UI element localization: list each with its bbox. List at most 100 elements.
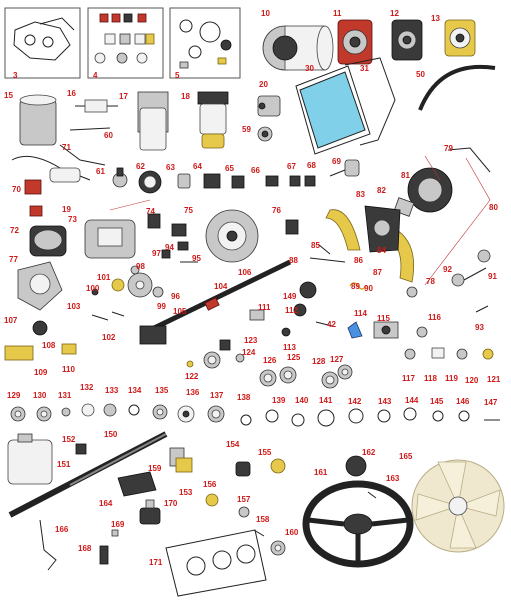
plate-115[interactable] bbox=[373, 321, 399, 339]
bearing-160[interactable] bbox=[270, 540, 286, 556]
tie-rod-end-92[interactable] bbox=[451, 249, 491, 287]
water-separator-18[interactable] bbox=[197, 91, 229, 149]
bushing-148[interactable] bbox=[406, 286, 418, 298]
bearing-128[interactable] bbox=[321, 371, 339, 389]
screw-163[interactable] bbox=[367, 491, 377, 499]
regulator-75[interactable] bbox=[171, 223, 187, 237]
relay-70[interactable] bbox=[24, 179, 43, 217]
ignition-switch-61[interactable] bbox=[112, 167, 128, 188]
steering-wheel-161[interactable] bbox=[302, 480, 414, 568]
gauge-62[interactable] bbox=[138, 170, 162, 194]
seal-132[interactable] bbox=[81, 403, 95, 417]
brake-drum-81[interactable] bbox=[407, 167, 453, 213]
decal-108[interactable] bbox=[4, 345, 34, 361]
knob-107[interactable] bbox=[32, 320, 48, 336]
fuel-filter-housing-17[interactable] bbox=[137, 91, 169, 151]
wire-harness-71[interactable] bbox=[59, 144, 106, 166]
connector-67[interactable] bbox=[289, 175, 301, 187]
sender-63[interactable] bbox=[177, 173, 191, 189]
bearing-127[interactable] bbox=[337, 364, 353, 380]
decal-110[interactable] bbox=[61, 343, 77, 355]
clip-169[interactable] bbox=[111, 529, 119, 537]
gasket-kit-box-3[interactable] bbox=[4, 7, 81, 79]
oil-filter-11[interactable] bbox=[337, 19, 373, 65]
alternator-106[interactable] bbox=[205, 209, 259, 263]
seal-130[interactable] bbox=[36, 406, 52, 422]
nut-116[interactable] bbox=[416, 326, 428, 338]
flange-101[interactable] bbox=[127, 272, 153, 298]
fuel-filter-12[interactable] bbox=[391, 19, 423, 61]
solenoid-74[interactable] bbox=[147, 213, 161, 229]
latch-153[interactable] bbox=[175, 457, 193, 473]
washer-98[interactable] bbox=[130, 265, 140, 275]
hose-belt-50[interactable] bbox=[418, 65, 496, 111]
starter-73[interactable] bbox=[84, 219, 136, 259]
fan-165[interactable] bbox=[411, 459, 505, 553]
bushing-119[interactable] bbox=[456, 348, 468, 360]
backing-plate-83[interactable] bbox=[364, 205, 401, 253]
cable-104[interactable] bbox=[219, 284, 241, 298]
clamp-142[interactable] bbox=[348, 408, 364, 424]
o-ring-145[interactable] bbox=[432, 410, 444, 422]
switch-66[interactable] bbox=[265, 175, 279, 187]
spring-89[interactable] bbox=[349, 282, 367, 290]
inline-filter-16[interactable] bbox=[75, 99, 118, 113]
grommet-149[interactable] bbox=[299, 281, 317, 299]
seal-kit-box-4[interactable] bbox=[87, 7, 164, 79]
bushing-157[interactable] bbox=[238, 506, 250, 518]
switch-65[interactable] bbox=[231, 175, 245, 189]
o-ring-kit-box-5[interactable] bbox=[169, 7, 241, 79]
seal-135[interactable] bbox=[152, 404, 168, 420]
pin-96[interactable] bbox=[111, 311, 125, 317]
gas-strut-150[interactable] bbox=[8, 431, 168, 518]
pulley-100[interactable] bbox=[111, 278, 125, 292]
clamp-144[interactable] bbox=[403, 407, 417, 421]
clamp-139[interactable] bbox=[265, 409, 279, 423]
seal-133[interactable] bbox=[103, 403, 117, 417]
clamp-140[interactable] bbox=[291, 413, 305, 427]
clamp-143[interactable] bbox=[377, 409, 391, 423]
bearing-122[interactable] bbox=[203, 351, 221, 369]
bellow-114[interactable] bbox=[347, 321, 363, 339]
clip-113[interactable] bbox=[281, 327, 291, 337]
relay-64[interactable] bbox=[203, 173, 221, 189]
o-ring-146[interactable] bbox=[458, 410, 470, 422]
bushing-121[interactable] bbox=[482, 348, 494, 360]
u-joint-111[interactable] bbox=[249, 309, 265, 321]
clamp-138[interactable] bbox=[240, 414, 252, 426]
seal-137[interactable] bbox=[207, 405, 225, 423]
air-filter-10[interactable] bbox=[262, 25, 334, 71]
clip-103[interactable] bbox=[91, 288, 99, 296]
washer-136[interactable] bbox=[177, 405, 195, 423]
seal-123[interactable] bbox=[219, 339, 231, 351]
bearing-126[interactable] bbox=[259, 369, 277, 387]
horn-cap-162[interactable] bbox=[345, 455, 367, 477]
washer-124[interactable] bbox=[235, 353, 245, 363]
sensor-69[interactable] bbox=[329, 159, 360, 177]
pin-42[interactable] bbox=[315, 321, 333, 327]
cable-60[interactable] bbox=[69, 127, 111, 131]
mount-164[interactable] bbox=[117, 471, 157, 497]
washer-131[interactable] bbox=[61, 407, 71, 417]
fuel-filter-13[interactable] bbox=[444, 19, 476, 57]
clamp-141[interactable] bbox=[317, 409, 335, 427]
cap-112[interactable] bbox=[293, 303, 307, 317]
tank-151[interactable] bbox=[7, 433, 53, 485]
water-pump-77[interactable] bbox=[17, 261, 63, 311]
relay-76[interactable] bbox=[285, 219, 299, 235]
bushing-118[interactable] bbox=[431, 347, 445, 359]
fuel-pump-19[interactable] bbox=[11, 155, 91, 183]
nut-117[interactable] bbox=[404, 348, 416, 360]
bolt-93[interactable] bbox=[475, 305, 489, 313]
bolt-102[interactable] bbox=[91, 314, 109, 321]
starter-motor-72[interactable] bbox=[29, 225, 67, 257]
seal-129[interactable] bbox=[10, 406, 26, 422]
head-gasket-171[interactable] bbox=[165, 529, 267, 597]
spring-86[interactable] bbox=[309, 257, 346, 263]
bracket-94[interactable] bbox=[177, 241, 189, 251]
sensor-152[interactable] bbox=[75, 443, 87, 455]
sensor-59[interactable] bbox=[257, 126, 273, 142]
mount-170[interactable] bbox=[139, 499, 161, 525]
o-ring-134[interactable] bbox=[128, 404, 140, 416]
serpentine-belt-31[interactable] bbox=[344, 57, 396, 146]
